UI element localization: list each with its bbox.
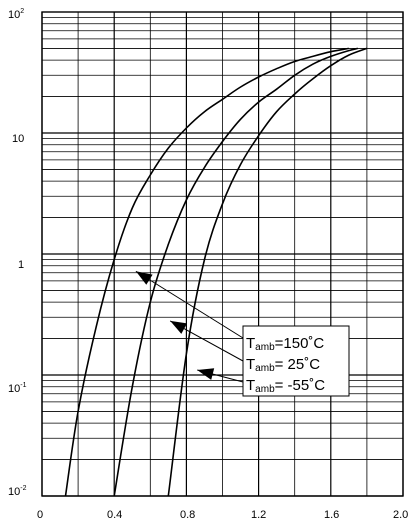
y-tick-label-0.01: 10-2 [8, 485, 27, 498]
annotation-arrowhead [135, 271, 153, 285]
annotation-arrows [135, 270, 244, 383]
x-tick-label-0: 0 [37, 509, 43, 521]
annotation-arrowhead [197, 368, 215, 380]
x-tick-label-0.4: 0.4 [107, 509, 122, 521]
x-tick-label-0.8: 0.8 [180, 509, 195, 521]
x-tick-label-1.2: 1.2 [251, 509, 266, 521]
x-tick-label-2.0: 2.0 [393, 509, 408, 521]
plot-frame [41, 11, 404, 497]
annotation-150c: Tamb=150˚C [246, 335, 324, 353]
y-tick-label-1: 1 [18, 259, 24, 271]
x-tick-label-1.6: 1.6 [324, 509, 339, 521]
annotation-minus55c: Tamb= -55˚C [246, 377, 325, 395]
curve-150c [64, 47, 349, 497]
annotation-arrow-line [135, 270, 244, 339]
annotation-25c: Tamb= 25˚C [246, 356, 320, 374]
y-tick-label-100: 102 [8, 8, 24, 21]
y-tick-label-0.1: 10-1 [8, 382, 27, 395]
curve-25c [113, 47, 359, 497]
y-tick-label-10: 10 [12, 133, 24, 145]
annotation-box [242, 325, 350, 397]
annotation-arrowhead [170, 320, 188, 334]
